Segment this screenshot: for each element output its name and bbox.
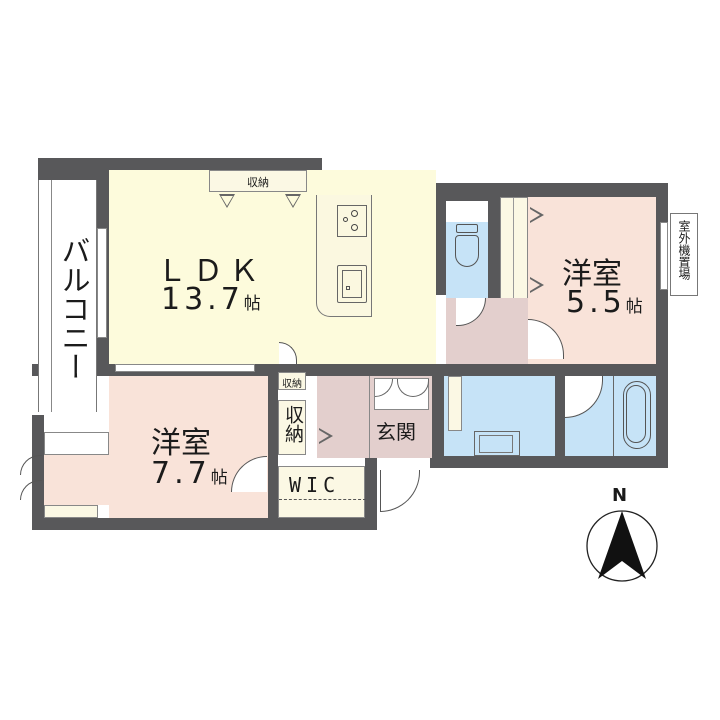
shoe-closet	[374, 378, 429, 410]
room-7-7-name: 洋室	[151, 426, 211, 461]
room-entrance: 玄関	[369, 376, 432, 458]
wall-mid-right	[440, 364, 668, 376]
closet-tall	[500, 197, 528, 311]
ldk-window	[97, 228, 107, 338]
balcony-label: バルコニー	[57, 236, 91, 381]
toilet-tank-icon	[456, 224, 478, 233]
wall-bottom-right	[430, 456, 668, 468]
toilet-door[interactable]	[456, 298, 486, 326]
wall-entrance-right	[432, 370, 444, 468]
hallway	[317, 376, 369, 458]
hall-closet: 収納	[278, 400, 306, 455]
stove-icon	[337, 205, 367, 237]
wall-hall-left	[268, 370, 278, 530]
balcony: バルコニー	[38, 180, 97, 412]
kitchen-counter	[316, 195, 372, 317]
hall-storage-small-label: 収納	[282, 379, 302, 390]
storage-door-arc	[279, 342, 297, 364]
room-toilet	[446, 222, 488, 298]
room-5-5-name: 洋室	[562, 257, 622, 292]
washbasin-icon	[474, 431, 520, 456]
hall-closet-label: 収納	[282, 405, 304, 443]
outdoor-unit-area: 室外機置場	[670, 213, 698, 296]
sink-icon	[337, 265, 367, 303]
room-western-7-7: 洋室 7.7帖	[109, 364, 268, 518]
room-bathroom	[565, 376, 656, 456]
ldk-storage: 収納	[209, 170, 307, 192]
room-5-5-window	[660, 222, 668, 290]
washer-space	[448, 376, 462, 431]
compass-north-label: N	[612, 485, 628, 506]
toilet-bowl-icon	[455, 235, 479, 267]
wic-label: WIC	[289, 473, 341, 497]
room-5-5-area: 5.5帖	[566, 285, 643, 320]
hall-storage-small: 収納	[278, 372, 306, 390]
front-door[interactable]	[380, 470, 420, 512]
compass: N	[582, 485, 662, 585]
bathtub-icon	[623, 381, 651, 449]
bathroom-door[interactable]	[565, 376, 603, 418]
wall-toilet-left	[436, 195, 446, 295]
outdoor-unit-label: 室外機置場	[677, 220, 691, 280]
room-7-7-window	[115, 364, 255, 372]
room-7-7-area: 7.7帖	[151, 456, 228, 491]
alcove-upper-shelf	[44, 432, 109, 455]
alcove-lower-shelf	[44, 505, 98, 518]
entrance-label: 玄関	[376, 420, 416, 444]
room-7-7-alcove	[44, 455, 109, 505]
room-ldk: 収納 ＬＤＫ 13.7帖	[97, 170, 436, 364]
hallway-upper	[446, 298, 528, 364]
balcony-door-upper[interactable]	[20, 455, 42, 475]
ldk-storage-label: 収納	[247, 176, 269, 189]
ldk-name: ＬＤＫ	[157, 254, 265, 289]
balcony-door-lower[interactable]	[20, 480, 42, 500]
north-arrow-icon	[586, 510, 658, 582]
ldk-area: 13.7帖	[161, 282, 261, 317]
room-5-5-door[interactable]	[528, 319, 564, 359]
wall-wic-right	[365, 455, 377, 530]
room-7-7-door[interactable]	[231, 456, 267, 492]
room-western-5-5: 洋室 5.5帖	[528, 197, 656, 364]
room-wic: WIC	[278, 466, 366, 518]
wall-bath-divider	[555, 375, 565, 465]
room-washroom	[444, 376, 555, 456]
wall-bottom-left	[32, 518, 377, 530]
wall-closet-right	[488, 195, 500, 320]
